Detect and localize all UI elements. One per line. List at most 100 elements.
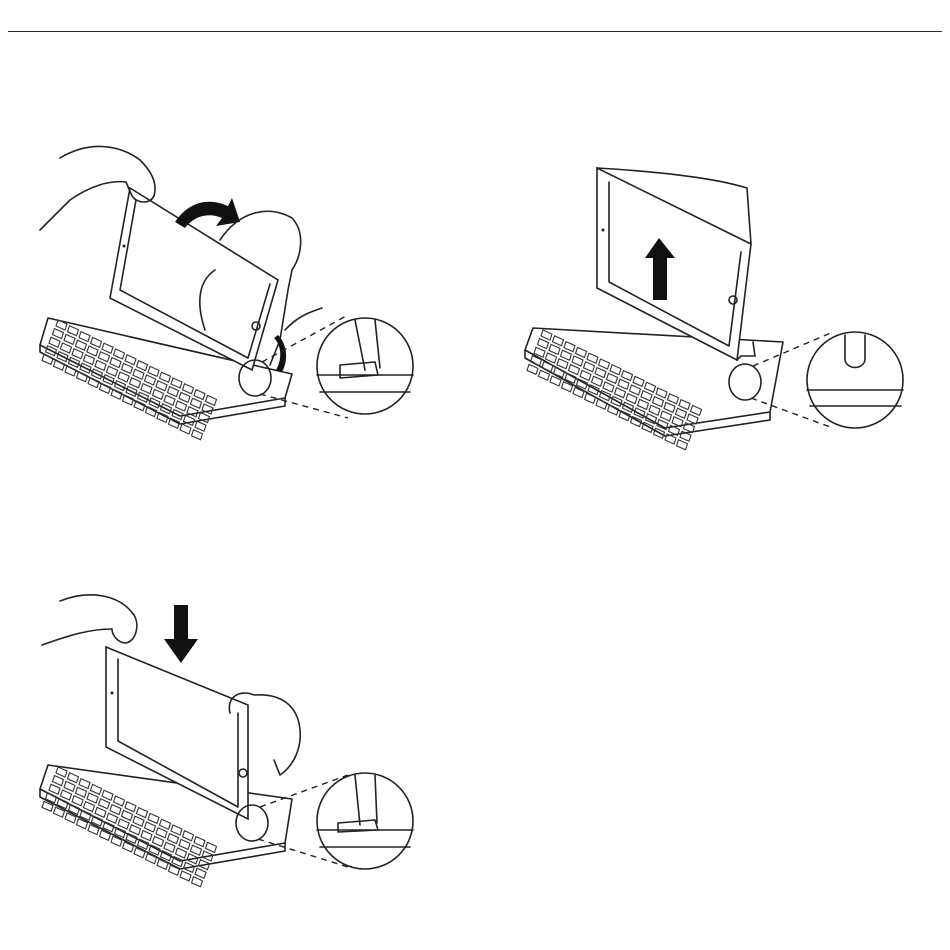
keyboard-key xyxy=(49,337,60,347)
keyboard-key xyxy=(169,865,180,875)
keyboard-key xyxy=(148,366,159,376)
keyboard-key xyxy=(64,334,75,344)
keyboard-key xyxy=(99,799,110,809)
keyboard-key xyxy=(146,854,157,864)
keyboard-key xyxy=(180,871,191,881)
keyboard-key xyxy=(72,349,83,359)
keyboard-key xyxy=(679,400,690,410)
keyboard-key xyxy=(587,353,598,363)
keyboard-key xyxy=(102,790,113,800)
keyboard-key xyxy=(180,424,191,434)
illustration-step-2 xyxy=(515,160,915,440)
keyboard-key xyxy=(91,784,102,794)
keyboard-key xyxy=(95,807,106,817)
keyboard-key xyxy=(79,779,90,789)
keyboard-key xyxy=(626,394,637,404)
keyboard-key xyxy=(596,399,607,409)
keyboard-key xyxy=(564,342,575,352)
keyboard-key xyxy=(133,369,144,379)
keyboard-key xyxy=(125,802,136,812)
keyboard-key xyxy=(592,376,603,386)
keyboard-key xyxy=(554,367,565,377)
keyboard-key xyxy=(668,394,679,404)
keyboard-key xyxy=(130,378,141,388)
keyboard-key xyxy=(53,776,64,786)
keyboard-key xyxy=(110,358,121,368)
keyboard-key xyxy=(148,813,159,823)
keyboard-key xyxy=(168,387,179,397)
keyboard-key xyxy=(603,382,614,392)
keyboard-key xyxy=(49,784,60,794)
keyboard-key xyxy=(179,392,190,402)
keyboard-key xyxy=(176,401,187,411)
keyboard-key xyxy=(183,831,194,841)
keyboard-key xyxy=(84,355,95,365)
keyboard-key xyxy=(118,819,129,829)
keyboard-key xyxy=(572,356,583,366)
keyboard-key xyxy=(130,825,141,835)
keyboard-key xyxy=(595,368,606,378)
keyboard-key xyxy=(91,337,102,347)
keyboard-key xyxy=(141,831,152,841)
keyboard-key xyxy=(100,383,111,393)
keyboard-key xyxy=(183,384,194,394)
keyboard-key xyxy=(171,378,182,388)
keyboard-key xyxy=(99,352,110,362)
keyboard-key xyxy=(179,839,190,849)
illustration-step-1 xyxy=(30,130,420,430)
keyboard-key xyxy=(191,398,202,408)
keyboard-key xyxy=(664,402,675,412)
keyboard-key xyxy=(691,405,702,415)
curved-arrow-icon xyxy=(175,198,240,228)
keyboard-key xyxy=(645,382,656,392)
keyboard-key xyxy=(553,336,564,346)
keyboard-key xyxy=(42,354,53,364)
keyboard-key xyxy=(84,802,95,812)
keyboard-key xyxy=(656,388,667,398)
keyboard-key xyxy=(156,381,167,391)
keyboard-key xyxy=(649,405,660,415)
keyboard-key xyxy=(633,376,644,386)
keyboard-key xyxy=(191,845,202,855)
keyboard-key xyxy=(114,349,125,359)
keyboard-key xyxy=(549,344,560,354)
keyboard-key xyxy=(164,842,175,852)
keyboard-key xyxy=(160,819,171,829)
keyboard-key xyxy=(107,813,118,823)
tablet-icon xyxy=(597,168,755,360)
keyboard-key xyxy=(68,326,79,336)
keyboard-key xyxy=(76,340,87,350)
keyboard-icon xyxy=(40,765,292,887)
keyboard-key xyxy=(192,877,203,887)
keyboard-key xyxy=(195,421,206,431)
keyboard-key xyxy=(118,372,129,382)
keyboard-key xyxy=(642,422,653,432)
illustration-step-3 xyxy=(30,585,420,885)
keyboard-key xyxy=(557,359,568,369)
keyboard-key xyxy=(114,796,125,806)
keyboard-key xyxy=(133,816,144,826)
keyboard-key xyxy=(599,359,610,369)
keyboard-key xyxy=(538,339,549,349)
keyboard-key xyxy=(64,781,75,791)
keyboard-key xyxy=(76,787,87,797)
keyboard-key xyxy=(610,365,621,375)
keyboard-key xyxy=(53,329,64,339)
keyboard-key xyxy=(79,332,90,342)
keyboard-key xyxy=(676,408,687,418)
keyboard-key xyxy=(56,767,67,777)
keyboard-key xyxy=(153,836,164,846)
keyboard-key xyxy=(677,440,688,450)
keyboard-key xyxy=(122,363,133,373)
keyboard-key xyxy=(607,373,618,383)
keyboard-key xyxy=(110,805,121,815)
keyboard-key xyxy=(539,370,550,380)
keyboard-key xyxy=(68,773,79,783)
keyboard-key xyxy=(160,372,171,382)
top-divider-line xyxy=(8,31,942,32)
keyboard-icon xyxy=(525,328,783,450)
keyboard-key xyxy=(87,793,98,803)
keyboard-key xyxy=(141,384,152,394)
keyboard-key xyxy=(687,414,698,424)
keyboard-key xyxy=(615,388,626,398)
